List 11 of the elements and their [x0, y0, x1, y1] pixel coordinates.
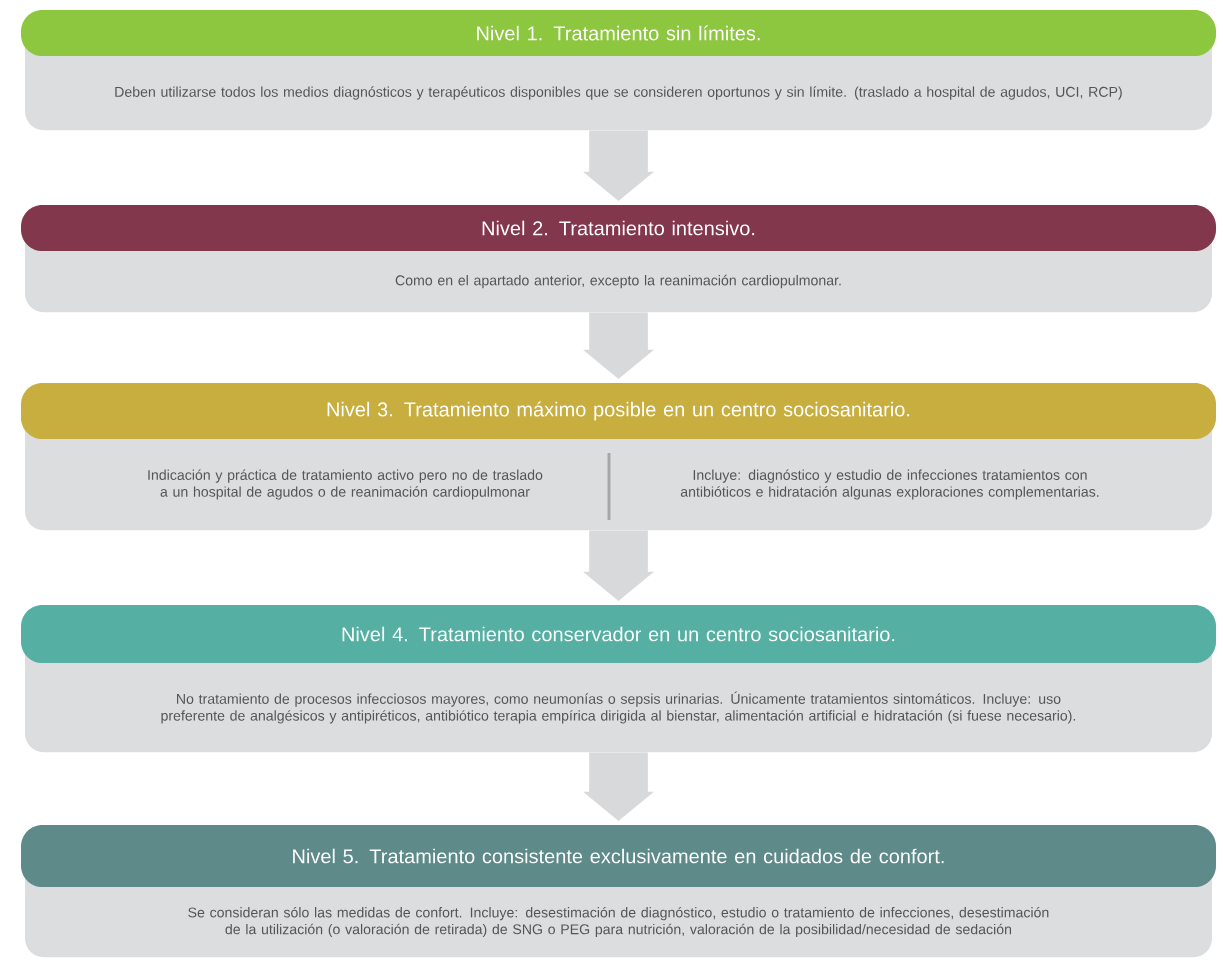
level-header: Nivel 3. Tratamiento máximo posible en un centro sociosanitario. — [21, 383, 1216, 439]
level-header: Nivel 4. Tratamiento conservador en un centro sociosanitario. — [21, 605, 1216, 663]
level-header: Nivel 5. Tratamiento consistente exclusivamente en cuidados de confort. — [21, 825, 1216, 887]
description-text: Se consideran sólo las medidas de confort. Incluye: desestimación de diagnóstico, estudio o tratamiento de infecciones, desestimación de la utilización (o valoración de retirada) de SNG o PEG para nutrición, valoración de la posibilidad/necesidad de sedación — [188, 906, 1049, 938]
description-text: Deben utilizarse todos los medios diagnósticos y terapéuticos disponibles que se consideren oportunos y sin límite. (traslado a hospital de agudos, UCI, RCP) — [115, 86, 1122, 100]
description-text: Indicación y práctica de tratamiento activo pero no de traslado a un hospital de agudos o de reanimación cardiopulmonar — [148, 469, 543, 500]
description-text: No tratamiento de procesos infecciosos mayores, como neumonías o sepsis urinarias. Únicamente tratamientos sintomáticos. Incluye: uso preferente de analgésicos y antipiréticos, antibiótico terapia empírica dirigida al bienstar, alimentación artificial e hidratación (si fuese necesario). — [161, 691, 1076, 724]
description-text: Como en el apartado anterior, excepto la reanimación cardiopulmonar. — [395, 274, 841, 289]
description-text: Incluye: diagnóstico y estudio de infecciones tratamientos con antibióticos e hidratación algunas exploraciones complementarias. — [680, 469, 1099, 500]
level-header: Nivel 1. Tratamiento sin límites. — [21, 10, 1216, 56]
level-header: Nivel 2. Tratamiento intensivo. — [21, 205, 1216, 251]
